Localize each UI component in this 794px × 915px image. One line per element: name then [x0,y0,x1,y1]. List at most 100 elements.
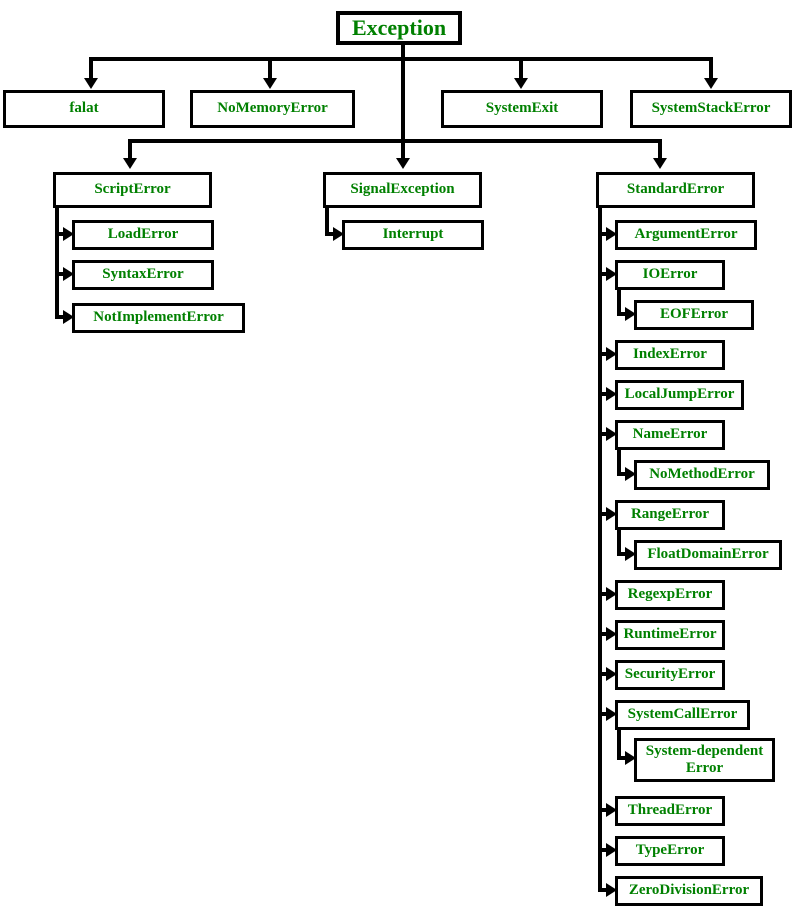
node-threaderror[interactable]: ThreadError [615,796,725,826]
node-label: SignalException [350,181,455,198]
arrowhead-systemexit [514,78,528,89]
node-label: StandardError [626,181,725,198]
arrowhead-syntaxerror [63,267,74,281]
arrowhead-argumenterror [606,227,617,241]
node-label: ThreadError [627,802,713,819]
node-notimplementerror[interactable]: NotImplementError [72,303,245,333]
node-interrupt[interactable]: Interrupt [342,220,484,250]
node-falat[interactable]: falat [3,90,165,128]
connector-spine-systemcallerror [617,730,621,756]
node-system-dependent-error[interactable]: System-dependent Error [634,738,775,782]
node-label: SystemStackError [651,100,771,117]
node-runtimeerror[interactable]: RuntimeError [615,620,725,650]
connector-spine-signalexception [325,208,329,236]
connector-elbow-securityerror [598,672,610,676]
arrowhead-indexerror [606,347,617,361]
arrowhead-systemcallerror [606,707,617,721]
node-floatdomainerror[interactable]: FloatDomainError [634,540,782,570]
node-label: RuntimeError [623,626,717,643]
connector-elbow-nomethoderror [617,472,629,476]
connector-elbow-localjumperror [598,392,610,396]
connector-elbow-argumenterror [598,232,610,236]
arrowhead-standarderror [653,158,667,169]
node-ioerror[interactable]: IOError [615,260,725,290]
node-label: NoMethodError [649,466,755,483]
node-label: ZeroDivisionError [628,882,750,899]
node-label: SystemExit [485,100,559,117]
arrowhead-eoferror [625,307,636,321]
arrowhead-runtimeerror [606,627,617,641]
node-nameerror[interactable]: NameError [615,420,725,450]
arrowhead-falat [84,78,98,89]
node-signalexception[interactable]: SignalException [323,172,482,208]
node-label: IndexError [633,346,707,363]
node-label: ArgumentError [634,226,738,243]
arrowhead-floatdomainerror [625,547,636,561]
node-systemstackerror[interactable]: SystemStackError [630,90,792,128]
connector-elbow-loaderror [55,232,67,236]
connector-elbow-indexerror [598,352,610,356]
node-label: NotImplementError [93,309,224,326]
connector-spine-standarderror [598,208,602,891]
node-indexerror[interactable]: IndexError [615,340,725,370]
connector-drop-signalexception [401,139,405,159]
connector-elbow-syntaxerror [55,272,67,276]
node-label: falat [69,100,99,117]
connector-elbow-floatdomainerror [617,552,629,556]
node-rangeerror[interactable]: RangeError [615,500,725,530]
connector-elbow-systemcallerror [598,712,610,716]
node-label: System-dependent Error [645,743,764,776]
connector-elbow-notimplementerror [55,315,67,319]
node-label: SecurityError [624,666,716,683]
connector-bus-level2 [128,139,662,143]
connector-elbow-nameerror [598,432,610,436]
node-exception[interactable]: Exception [336,11,462,45]
node-eoferror[interactable]: EOFError [634,300,754,330]
connector-elbow-ioerror [598,272,610,276]
arrowhead-typeerror [606,843,617,857]
node-label: Exception [351,15,447,41]
arrowhead-signalexception [396,158,410,169]
node-syntaxerror[interactable]: SyntaxError [72,260,214,290]
arrowhead-notimplementerror [63,310,74,324]
arrowhead-ioerror [606,267,617,281]
connector-center-to-bus2 [401,57,405,139]
node-systemcallerror[interactable]: SystemCallError [615,700,750,730]
arrowhead-systemdependenterror [625,751,636,765]
node-label: NoMemoryError [217,100,328,117]
node-nomethoderror[interactable]: NoMethodError [634,460,770,490]
node-scripterror[interactable]: ScriptError [53,172,212,208]
connector-spine-scripterror [55,208,59,319]
connector-drop-systemexit [519,57,523,79]
arrowhead-zerodivisionerror [606,883,617,897]
arrowhead-nomethoderror [625,467,636,481]
arrowhead-nameerror [606,427,617,441]
connector-root-stem [401,45,405,59]
node-argumenterror[interactable]: ArgumentError [615,220,757,250]
node-localjumperror[interactable]: LocalJumpError [615,380,744,410]
connector-elbow-rangeerror [598,512,610,516]
connector-drop-scripterror [128,139,132,159]
node-securityerror[interactable]: SecurityError [615,660,725,690]
node-nomemoryerror[interactable]: NoMemoryError [190,90,355,128]
connector-elbow-regexperror [598,592,610,596]
connector-elbow-typeerror [598,848,610,852]
arrowhead-securityerror [606,667,617,681]
node-systemexit[interactable]: SystemExit [441,90,603,128]
node-standarderror[interactable]: StandardError [596,172,755,208]
arrowhead-nomemoryerror [263,78,277,89]
node-loaderror[interactable]: LoadError [72,220,214,250]
arrowhead-regexperror [606,587,617,601]
arrowhead-threaderror [606,803,617,817]
connector-elbow-interrupt [325,232,337,236]
connector-elbow-eoferror [617,312,629,316]
connector-spine-nameerror [617,450,621,472]
node-regexperror[interactable]: RegexpError [615,580,725,610]
node-label: SystemCallError [627,706,738,723]
node-typeerror[interactable]: TypeError [615,836,725,866]
node-label: RangeError [630,506,710,523]
arrowhead-interrupt [333,227,344,241]
arrowhead-systemstackerror [704,78,718,89]
node-zerodivisionerror[interactable]: ZeroDivisionError [615,876,763,906]
